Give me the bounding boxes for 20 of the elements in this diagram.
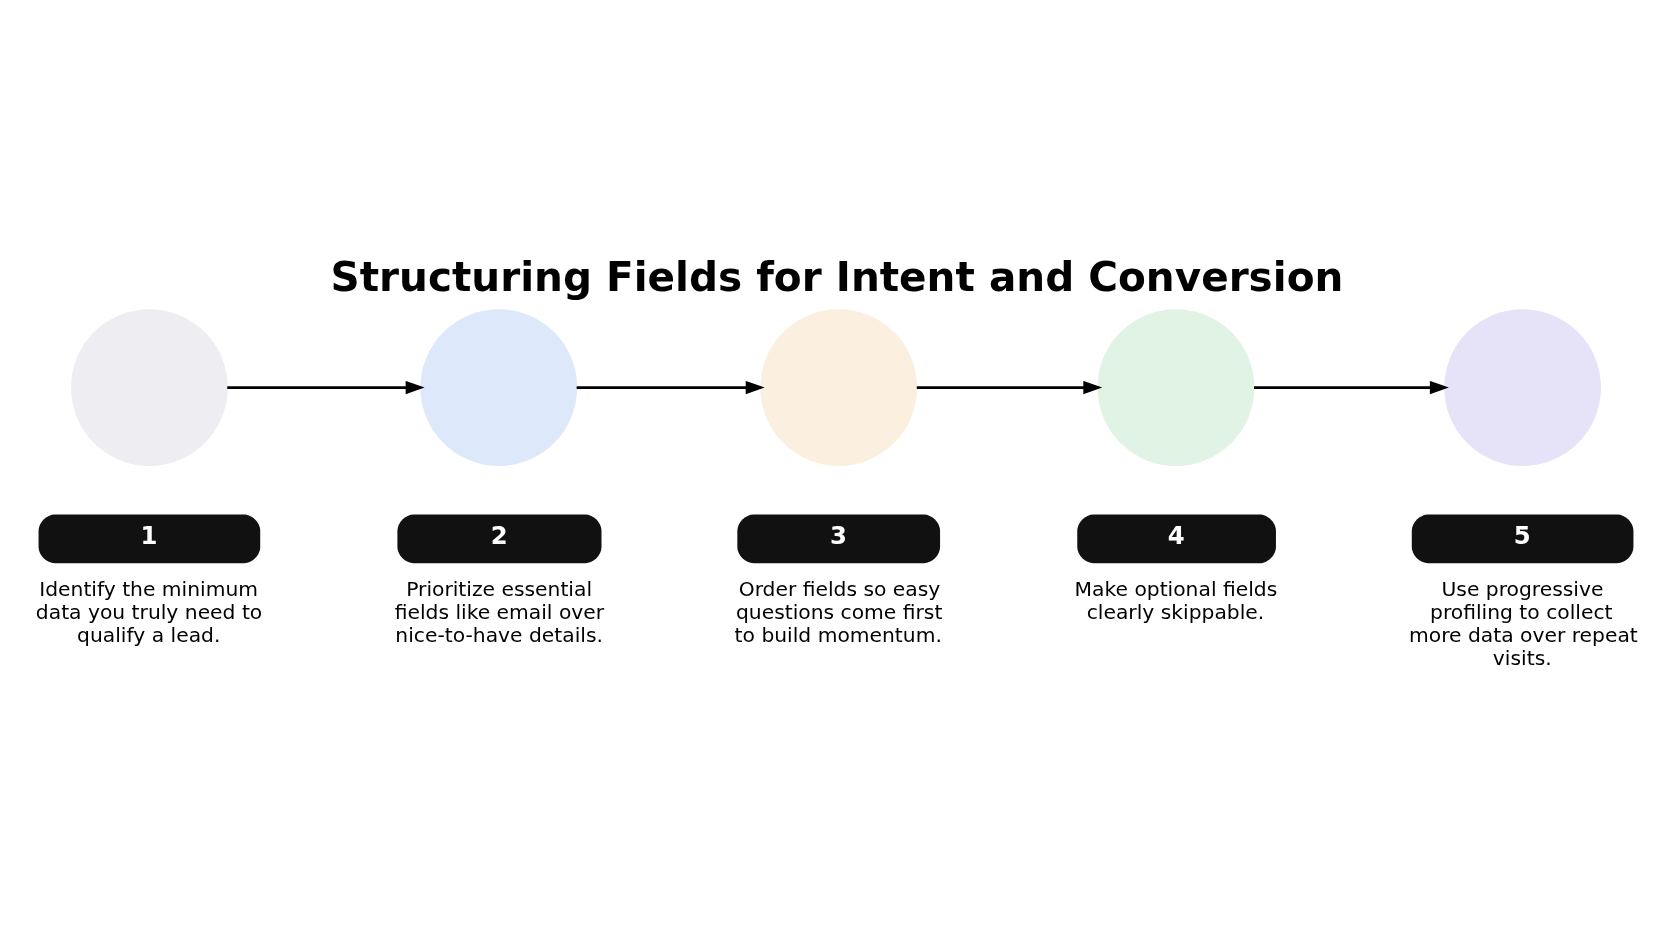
- node-label: 3: [829, 520, 847, 550]
- node-circle: [420, 308, 578, 466]
- node-label: 2: [490, 520, 508, 550]
- node-label: Order fields so easy questions come first to build momentum.: [734, 576, 943, 647]
- node-circle: [71, 308, 228, 466]
- arrow: [227, 380, 425, 394]
- node-circle: [1444, 308, 1601, 466]
- node-circle: [760, 308, 918, 466]
- node-label: 5: [1513, 520, 1531, 550]
- diagram-title: Structuring Fields for Intent and Conversion: [330, 252, 1344, 301]
- node-label: Use progressive profiling to collect more data over repeat visits.: [1409, 576, 1638, 670]
- node-label: 4: [1167, 520, 1185, 550]
- node-label: Make optional fields clearly skippable.: [1074, 576, 1278, 624]
- node-label: Identify the minimum data you truly need to qualify a lead.: [35, 576, 263, 647]
- node-label: Prioritize essential fields like email over nice-to-have details.: [394, 576, 605, 647]
- arrow: [916, 380, 1103, 394]
- arrow: [1254, 380, 1449, 394]
- node-circle: [1097, 308, 1255, 466]
- arrow: [576, 380, 765, 394]
- node-label: 1: [140, 520, 158, 550]
